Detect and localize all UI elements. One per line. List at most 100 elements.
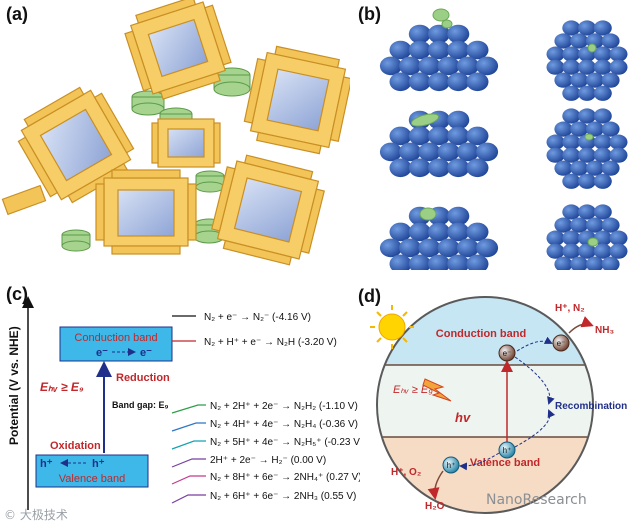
cluster-sphere (437, 142, 460, 162)
cluster-sphere (562, 20, 581, 36)
cluster-sphere (428, 222, 450, 242)
surface-electron (552, 334, 570, 352)
reduction-label: Reduction (116, 372, 170, 384)
reaction-equation: N₂ + e⁻ → N₂⁻ (-4.16 V) (204, 312, 311, 323)
cluster-sphere (437, 238, 460, 258)
adsorbate-molecules (410, 8, 599, 247)
cluster-sphere (585, 160, 604, 176)
cluster-sphere (601, 121, 620, 137)
surface-hole (442, 456, 460, 474)
cb-electron (498, 344, 516, 362)
cluster-sphere (585, 72, 604, 88)
cluster-sphere (408, 40, 431, 60)
cluster-sphere (418, 142, 441, 162)
cluster-sphere (389, 158, 412, 178)
cb-electron-right: e⁻ (140, 347, 152, 359)
cluster-sphere (389, 40, 412, 60)
light-bolt-icon (422, 378, 452, 402)
cluster-sphere (570, 72, 589, 88)
cluster-sphere (609, 230, 628, 246)
reaction-level-line (171, 458, 206, 468)
energy-condition: Eₕᵥ ≥ E₉ (40, 380, 84, 394)
cluster-sphere (562, 59, 581, 75)
cb-electron-symbol: e⁻ (503, 349, 512, 358)
cluster-sphere (399, 56, 422, 76)
cluster-sphere (593, 20, 612, 36)
cluster-sphere (408, 72, 431, 92)
surface-hole-symbol: h⁺ (447, 461, 456, 470)
cluster-sphere (546, 46, 565, 62)
d-conduction-band-label: Conduction band (436, 328, 526, 340)
reaction-equation: N₂ + 5H⁺ + 4e⁻ → N₂H₅⁺ (-0.23 V) (210, 437, 360, 448)
panel-a-label: (a) (6, 4, 28, 24)
cluster-sphere (593, 108, 612, 124)
cluster-sphere (456, 56, 479, 76)
cluster-sphere (408, 126, 431, 146)
cluster-sphere (601, 217, 620, 233)
cluster-sphere (554, 160, 573, 176)
panel-b-label: (b) (358, 4, 381, 24)
cluster-sphere (578, 173, 596, 189)
photocatalysis-schematic: Conduction band Valence band Eₕᵥ ≥ E₉ hv… (370, 296, 627, 514)
cluster-spheres (379, 20, 628, 270)
cluster-sphere (585, 121, 604, 137)
cluster-sphere (562, 134, 581, 150)
cluster-sphere (562, 243, 581, 259)
cluster-sphere (399, 238, 422, 258)
cluster-sphere (428, 158, 450, 178)
reaction-level-line (171, 404, 206, 414)
cluster-sphere (578, 59, 596, 75)
valence-band (35, 454, 149, 488)
cluster-sphere (447, 24, 470, 44)
cluster-sphere (379, 142, 402, 162)
cluster-sphere (578, 108, 596, 124)
cluster-sphere (447, 206, 470, 226)
reaction-equation: N₂ + 4H⁺ + 4e⁻ → N₂H₄ (-0.36 V) (210, 419, 358, 430)
cluster-sphere (466, 254, 489, 270)
cluster-sphere (408, 254, 431, 270)
cluster-sphere (585, 217, 604, 233)
cluster-sphere (466, 158, 489, 178)
vb-hole-symbol: h⁺ (503, 446, 512, 455)
d-energy-condition: Eₕᵥ ≥ E₉ (393, 384, 433, 396)
cluster-sphere (554, 256, 573, 270)
cluster-sphere (447, 40, 470, 60)
cluster-sphere (554, 121, 573, 137)
reaction-equation: N₂ + 2H⁺ + 2e⁻ → N₂H₂ (-1.10 V) (210, 401, 358, 412)
cluster-sphere (578, 147, 596, 163)
cluster-sphere (418, 56, 441, 76)
cluster-sphere (570, 121, 589, 137)
cluster-sphere (546, 134, 565, 150)
cluster-sphere (428, 126, 450, 146)
cluster-sphere (562, 46, 581, 62)
cluster-sphere (601, 160, 620, 176)
cluster-sphere (379, 238, 402, 258)
band-diagram: Potential (V vs. NHE) Conduction band e⁻… (7, 296, 360, 510)
cluster-sphere (447, 126, 470, 146)
cluster-sphere (554, 33, 573, 49)
cluster-sphere (476, 238, 499, 258)
cluster-sphere (609, 46, 628, 62)
cluster-sphere (428, 72, 450, 92)
cluster-sphere (570, 33, 589, 49)
cluster-illustration (379, 8, 628, 270)
cluster-sphere (593, 243, 612, 259)
cluster-sphere (546, 230, 565, 246)
products-bottom: H⁺, O₂ (391, 467, 421, 478)
cluster-sphere (389, 72, 412, 92)
cluster-sphere (562, 204, 581, 220)
cluster-sphere (456, 142, 479, 162)
reaction-level-line (171, 422, 206, 432)
cluster-sphere (562, 230, 581, 246)
reaction-equation: N₂ + 8H⁺ + 6e⁻ → 2NH₄⁺ (0.27 V) (210, 472, 360, 483)
reactants-top: H⁺, N₂ (555, 303, 585, 314)
watermark-right: NanoResearch (486, 492, 587, 508)
cluster-sphere (389, 222, 412, 242)
vb-hole-left: h⁺ (40, 458, 53, 470)
cluster-sphere (399, 142, 422, 162)
cluster-sphere (466, 126, 489, 146)
reaction-level-line (171, 440, 206, 450)
cluster-sphere (562, 173, 581, 189)
cluster-sphere (554, 217, 573, 233)
framework-nodes (1, 0, 350, 266)
